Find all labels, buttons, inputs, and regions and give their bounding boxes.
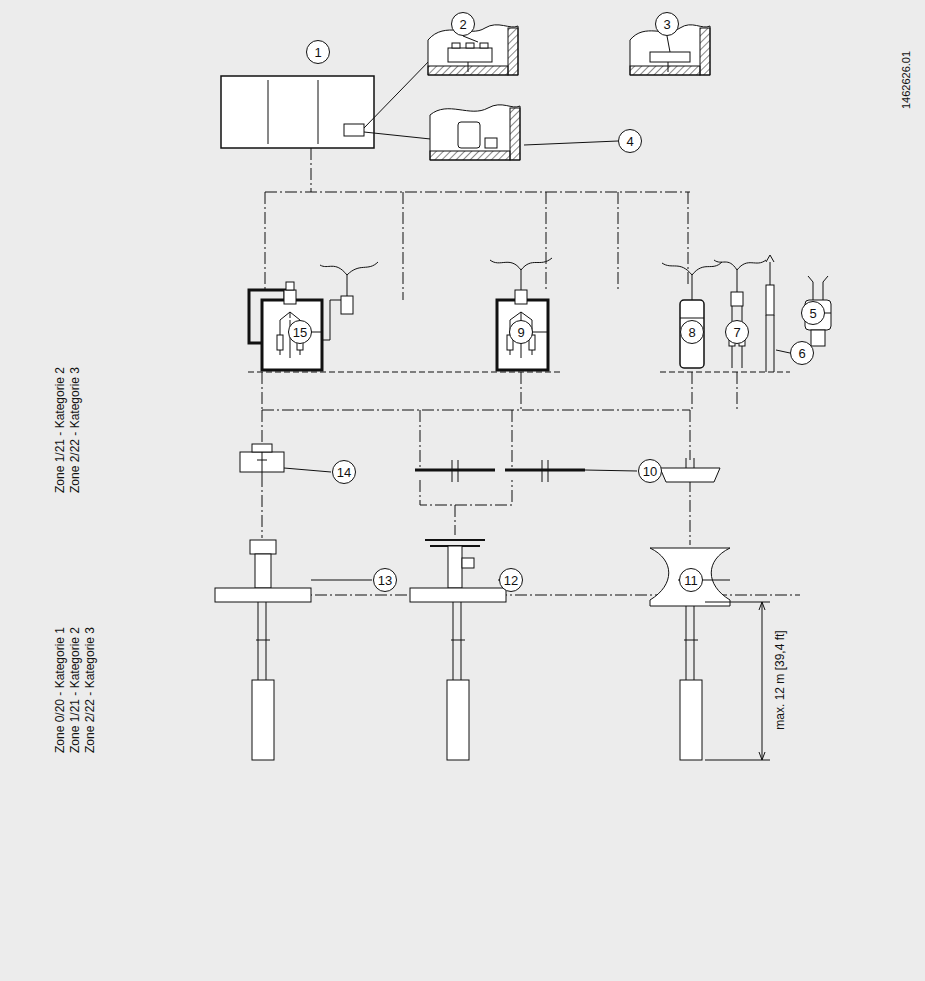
callout-number: 5	[809, 307, 816, 320]
callout-circle: 6	[790, 341, 814, 365]
callout-circle: 4	[618, 129, 642, 153]
callout-number: 7	[733, 326, 740, 339]
zone-label: Zone 1/21 - Kategorie 2	[54, 367, 66, 493]
callout-number: 14	[337, 466, 351, 479]
callout-number: 12	[504, 574, 518, 587]
callout-number: 11	[684, 574, 698, 587]
callout-circle: 13	[373, 568, 397, 592]
callout-circle: 10	[638, 459, 662, 483]
callout-circle: 1	[306, 40, 330, 64]
callout-number: 13	[378, 574, 392, 587]
callout-circle: 14	[332, 460, 356, 484]
callout-number: 4	[626, 135, 633, 148]
callout-number: 6	[798, 347, 805, 360]
callout-number: 10	[643, 465, 657, 478]
callout-number: 3	[663, 18, 670, 31]
drawing-number: 1462626.01	[901, 51, 912, 109]
zone-label: Zone 0/20 - Kategorie 1	[54, 627, 66, 753]
callout-number: 8	[688, 326, 695, 339]
callout-number: 15	[293, 326, 307, 339]
callout-circle: 8	[680, 320, 704, 344]
zone-label: Zone 1/21 - Kategorie 2	[69, 627, 81, 753]
callout-circle: 7	[725, 320, 749, 344]
zone-label: Zone 2/22 - Kategorie 3	[84, 627, 96, 753]
callout-circle: 11	[679, 568, 703, 592]
callout-number: 9	[517, 326, 524, 339]
callout-number: 1	[314, 46, 321, 59]
callout-circle: 5	[801, 301, 825, 325]
dimension-label: max. 12 m [39,4 ft]	[774, 630, 786, 729]
callout-circle: 9	[509, 320, 533, 344]
callout-circle: 2	[451, 12, 475, 36]
callout-number: 2	[459, 18, 466, 31]
callout-circle: 15	[288, 320, 312, 344]
zone-label: Zone 2/22 - Kategorie 3	[69, 367, 81, 493]
callout-circle: 12	[499, 568, 523, 592]
callout-circle: 3	[655, 12, 679, 36]
